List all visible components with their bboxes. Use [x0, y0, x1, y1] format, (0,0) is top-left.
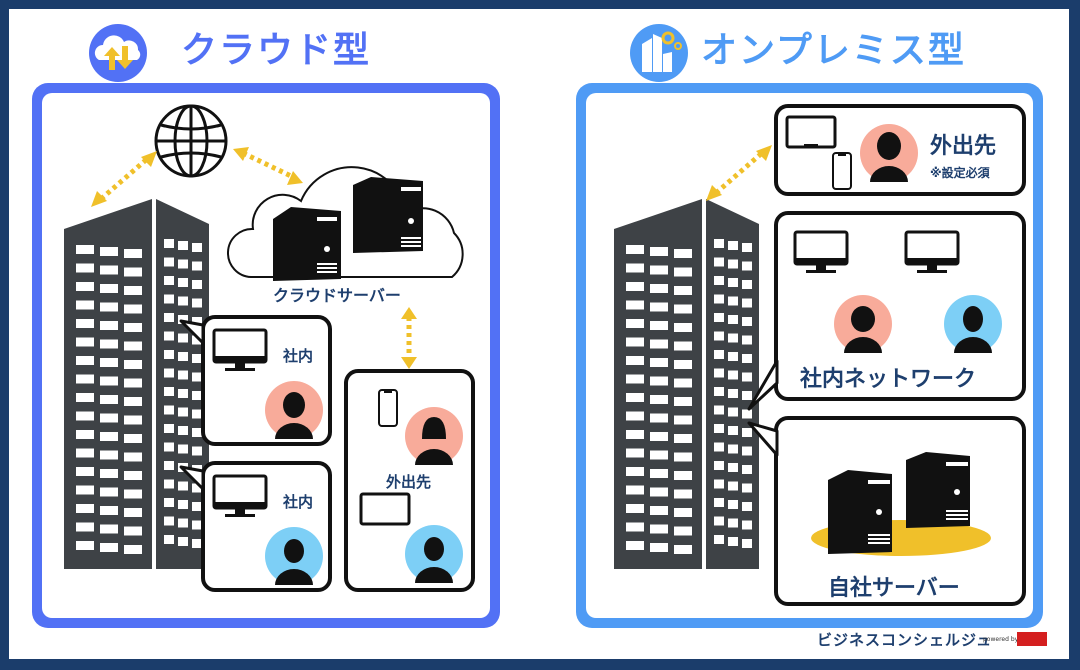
office-label: 社内	[283, 493, 314, 511]
globe-icon	[153, 103, 229, 179]
office-building-icon	[64, 199, 209, 569]
on-premise-header-icon	[630, 24, 688, 82]
male-avatar-icon	[405, 525, 463, 583]
office-label: 社内	[283, 347, 314, 365]
cloud-type-title: クラウド型	[181, 30, 372, 71]
on-premise-server-icon	[811, 452, 991, 556]
cloud-type-header-icon	[89, 24, 147, 82]
setup-required-note: ※設定必須	[930, 166, 990, 180]
speech-pointer	[179, 319, 205, 345]
desktop-monitor-icon	[904, 230, 960, 273]
canvas: クラウド型	[9, 9, 1069, 659]
own-server-box: 自社サーバー	[774, 416, 1026, 606]
cloud-server-label: クラウドサーバー	[273, 286, 401, 305]
speech-pointer	[747, 359, 779, 411]
arrow-globe-cloud	[233, 147, 303, 185]
office-building-icon	[614, 199, 759, 569]
remote-access-box: 外出先 ※設定必須	[774, 104, 1026, 196]
speech-pointer	[179, 465, 205, 491]
desktop-monitor-icon	[212, 474, 268, 517]
arrow-building-remote	[706, 145, 772, 201]
speech-pointer	[747, 421, 779, 457]
arrow-globe-building	[91, 151, 157, 207]
internal-network-label: 社内ネットワーク	[800, 367, 977, 392]
tablet-icon	[785, 115, 837, 149]
desktop-monitor-icon	[212, 328, 268, 371]
cloud-server-icon	[227, 166, 464, 281]
female-avatar-icon	[834, 295, 892, 353]
smartphone-icon	[832, 152, 852, 190]
office-box-1: 社内	[201, 315, 332, 446]
female-avatar-icon	[405, 407, 463, 465]
on-premise-title: オンプレミス型	[701, 30, 966, 71]
own-server-label: 自社サーバー	[828, 576, 960, 601]
smartphone-icon	[378, 389, 398, 427]
internal-network-box: 社内ネットワーク	[774, 211, 1026, 401]
remote-box: 外出先	[344, 369, 475, 592]
office-box-2: 社内	[201, 461, 332, 592]
arrow-cloud-remote	[401, 307, 417, 369]
male-avatar-icon	[944, 295, 1002, 353]
tablet-icon	[359, 492, 411, 526]
female-avatar-icon	[265, 381, 323, 439]
brand-logo: ビジネスコンシェルジュ	[817, 631, 992, 649]
female-avatar-icon	[860, 124, 918, 182]
remote-label: 外出先	[930, 134, 997, 159]
male-avatar-icon	[265, 527, 323, 585]
partner-logo	[1017, 632, 1047, 646]
remote-label: 外出先	[386, 473, 432, 491]
desktop-monitor-icon	[793, 230, 849, 273]
powered-by-label: powered by	[983, 636, 1019, 643]
